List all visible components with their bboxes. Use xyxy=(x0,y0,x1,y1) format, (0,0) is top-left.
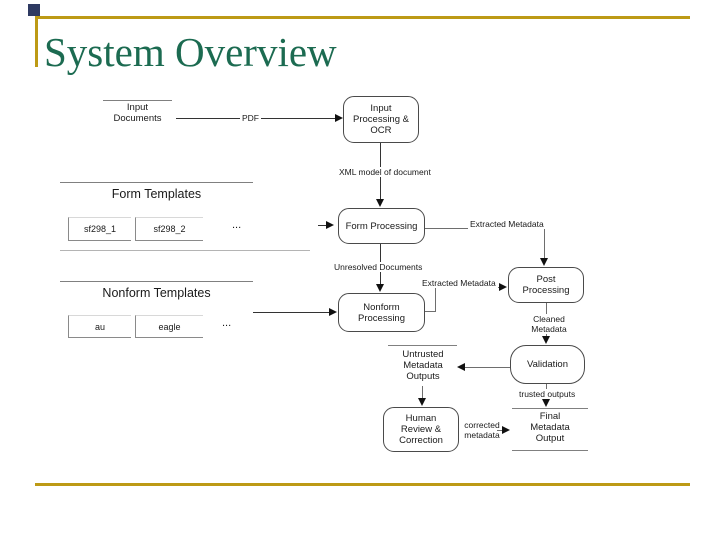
template-cell-eagle: eagle xyxy=(135,315,203,338)
arrowhead-into-humanreview-icon xyxy=(418,398,426,406)
store-nonform-templates-line xyxy=(60,281,253,282)
form-templates-ellipsis: ... xyxy=(232,219,242,231)
accent-line-left xyxy=(35,16,38,67)
arrowhead-into-formprocessing-left-icon xyxy=(326,221,334,229)
label-xml-model: XML model of document xyxy=(337,167,433,177)
connector-templates-to-nonformprocessing xyxy=(253,312,329,313)
connector-stub-formprocessing xyxy=(318,225,326,226)
store-untrusted-label: Untrusted Metadata Outputs xyxy=(402,349,444,382)
process-human-review-correction: Human Review & Correction xyxy=(383,407,459,452)
arrowhead-into-postprocessing-top-icon xyxy=(540,258,548,266)
process-nonform-processing: Nonform Processing xyxy=(338,293,425,332)
slide-title: System Overview xyxy=(44,29,337,75)
nonform-templates-ellipsis: ... xyxy=(222,317,232,329)
label-extracted-metadata-top: Extracted Metadata xyxy=(468,219,546,229)
store-input-documents-line xyxy=(103,100,172,101)
arrowhead-into-finaloutput-top-icon xyxy=(542,399,550,407)
arrowhead-into-finaloutput-left-icon xyxy=(502,426,510,434)
label-cleaned-metadata: Cleaned Metadata xyxy=(527,314,571,334)
store-final-output-topline xyxy=(512,408,588,409)
store-untrusted-line xyxy=(388,345,457,346)
connector-nonform-elbow-v xyxy=(435,287,436,312)
template-cell-au: au xyxy=(68,315,131,338)
connector-nonform-elbow-h1 xyxy=(424,311,436,312)
template-cell-sf298-2: sf298_2 xyxy=(135,217,203,241)
arrowhead-into-postprocessing-left-icon xyxy=(499,283,507,291)
arrowhead-into-formprocessing-top-icon xyxy=(376,199,384,207)
process-form-processing: Form Processing xyxy=(338,208,425,244)
accent-square xyxy=(28,4,40,16)
label-trusted-outputs: trusted outputs xyxy=(517,389,578,399)
accent-line-top xyxy=(35,16,690,19)
label-corrected-metadata: corrected metadata xyxy=(464,420,500,440)
connector-extractedmetadata-to-postprocessing-v xyxy=(544,228,545,259)
accent-line-bottom xyxy=(35,483,690,486)
connector-humanreview-to-finaloutput xyxy=(497,430,503,431)
store-form-templates-label: Form Templates xyxy=(111,187,202,201)
divider-form-section xyxy=(60,250,310,251)
label-extracted-metadata-mid: Extracted Metadata xyxy=(420,278,498,288)
connector-untrusted-to-humanreview xyxy=(422,386,423,399)
arrowhead-into-inputprocessing-icon xyxy=(335,114,343,122)
label-unresolved-documents: Unresolved Documents xyxy=(332,262,425,272)
store-form-templates-line xyxy=(60,182,253,183)
store-final-output-label: Final Metadata Output xyxy=(530,411,570,444)
process-post-processing: Post Processing xyxy=(508,267,584,303)
store-input-documents-label: Input Documents xyxy=(113,102,162,124)
template-cell-sf298-1: sf298_1 xyxy=(68,217,131,241)
store-nonform-templates-label: Nonform Templates xyxy=(102,286,211,300)
arrowhead-into-nonformprocessing-left-icon xyxy=(329,308,337,316)
arrowhead-into-validation-icon xyxy=(542,336,550,344)
process-input-processing-ocr: Input Processing & OCR xyxy=(343,96,419,143)
process-validation: Validation xyxy=(510,345,585,384)
store-final-output-bottomline xyxy=(512,450,588,451)
label-pdf: PDF xyxy=(240,113,261,123)
connector-validation-to-untrusted xyxy=(464,367,510,368)
arrowhead-into-untrusted-icon xyxy=(457,363,465,371)
arrowhead-into-nonformprocessing-top-icon xyxy=(376,284,384,292)
